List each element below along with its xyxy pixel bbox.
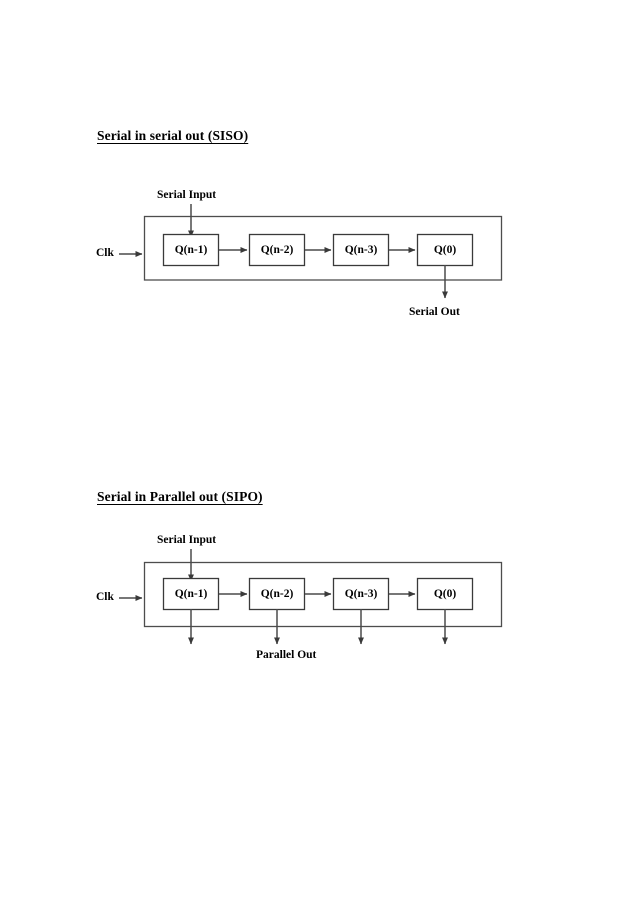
siso-serial-input-label: Serial Input xyxy=(157,189,217,201)
siso-cell-label-2: Q(n-3) xyxy=(344,244,378,256)
siso-cell-label-3: Q(0) xyxy=(433,244,457,256)
siso-cell-label-0: Q(n-1) xyxy=(174,244,208,256)
sipo-clk-label: Clk xyxy=(96,591,114,603)
sipo-cell-label-0: Q(n-1) xyxy=(174,588,208,600)
section-title-sipo: Serial in Parallel out (SIPO) xyxy=(97,489,263,504)
sipo-parallel-out-label: Parallel Out xyxy=(256,649,317,661)
sipo-serial-input-label: Serial Input xyxy=(157,534,217,546)
sipo-cell-label-3: Q(0) xyxy=(433,588,457,600)
section-title-siso: Serial in serial out (SISO) xyxy=(97,128,249,143)
sipo-cell-label-1: Q(n-2) xyxy=(260,588,294,600)
siso-clk-label: Clk xyxy=(96,247,114,259)
siso-serial-out-label: Serial Out xyxy=(409,306,460,318)
siso-cell-label-1: Q(n-2) xyxy=(260,244,294,256)
sipo-cell-label-2: Q(n-3) xyxy=(344,588,378,600)
